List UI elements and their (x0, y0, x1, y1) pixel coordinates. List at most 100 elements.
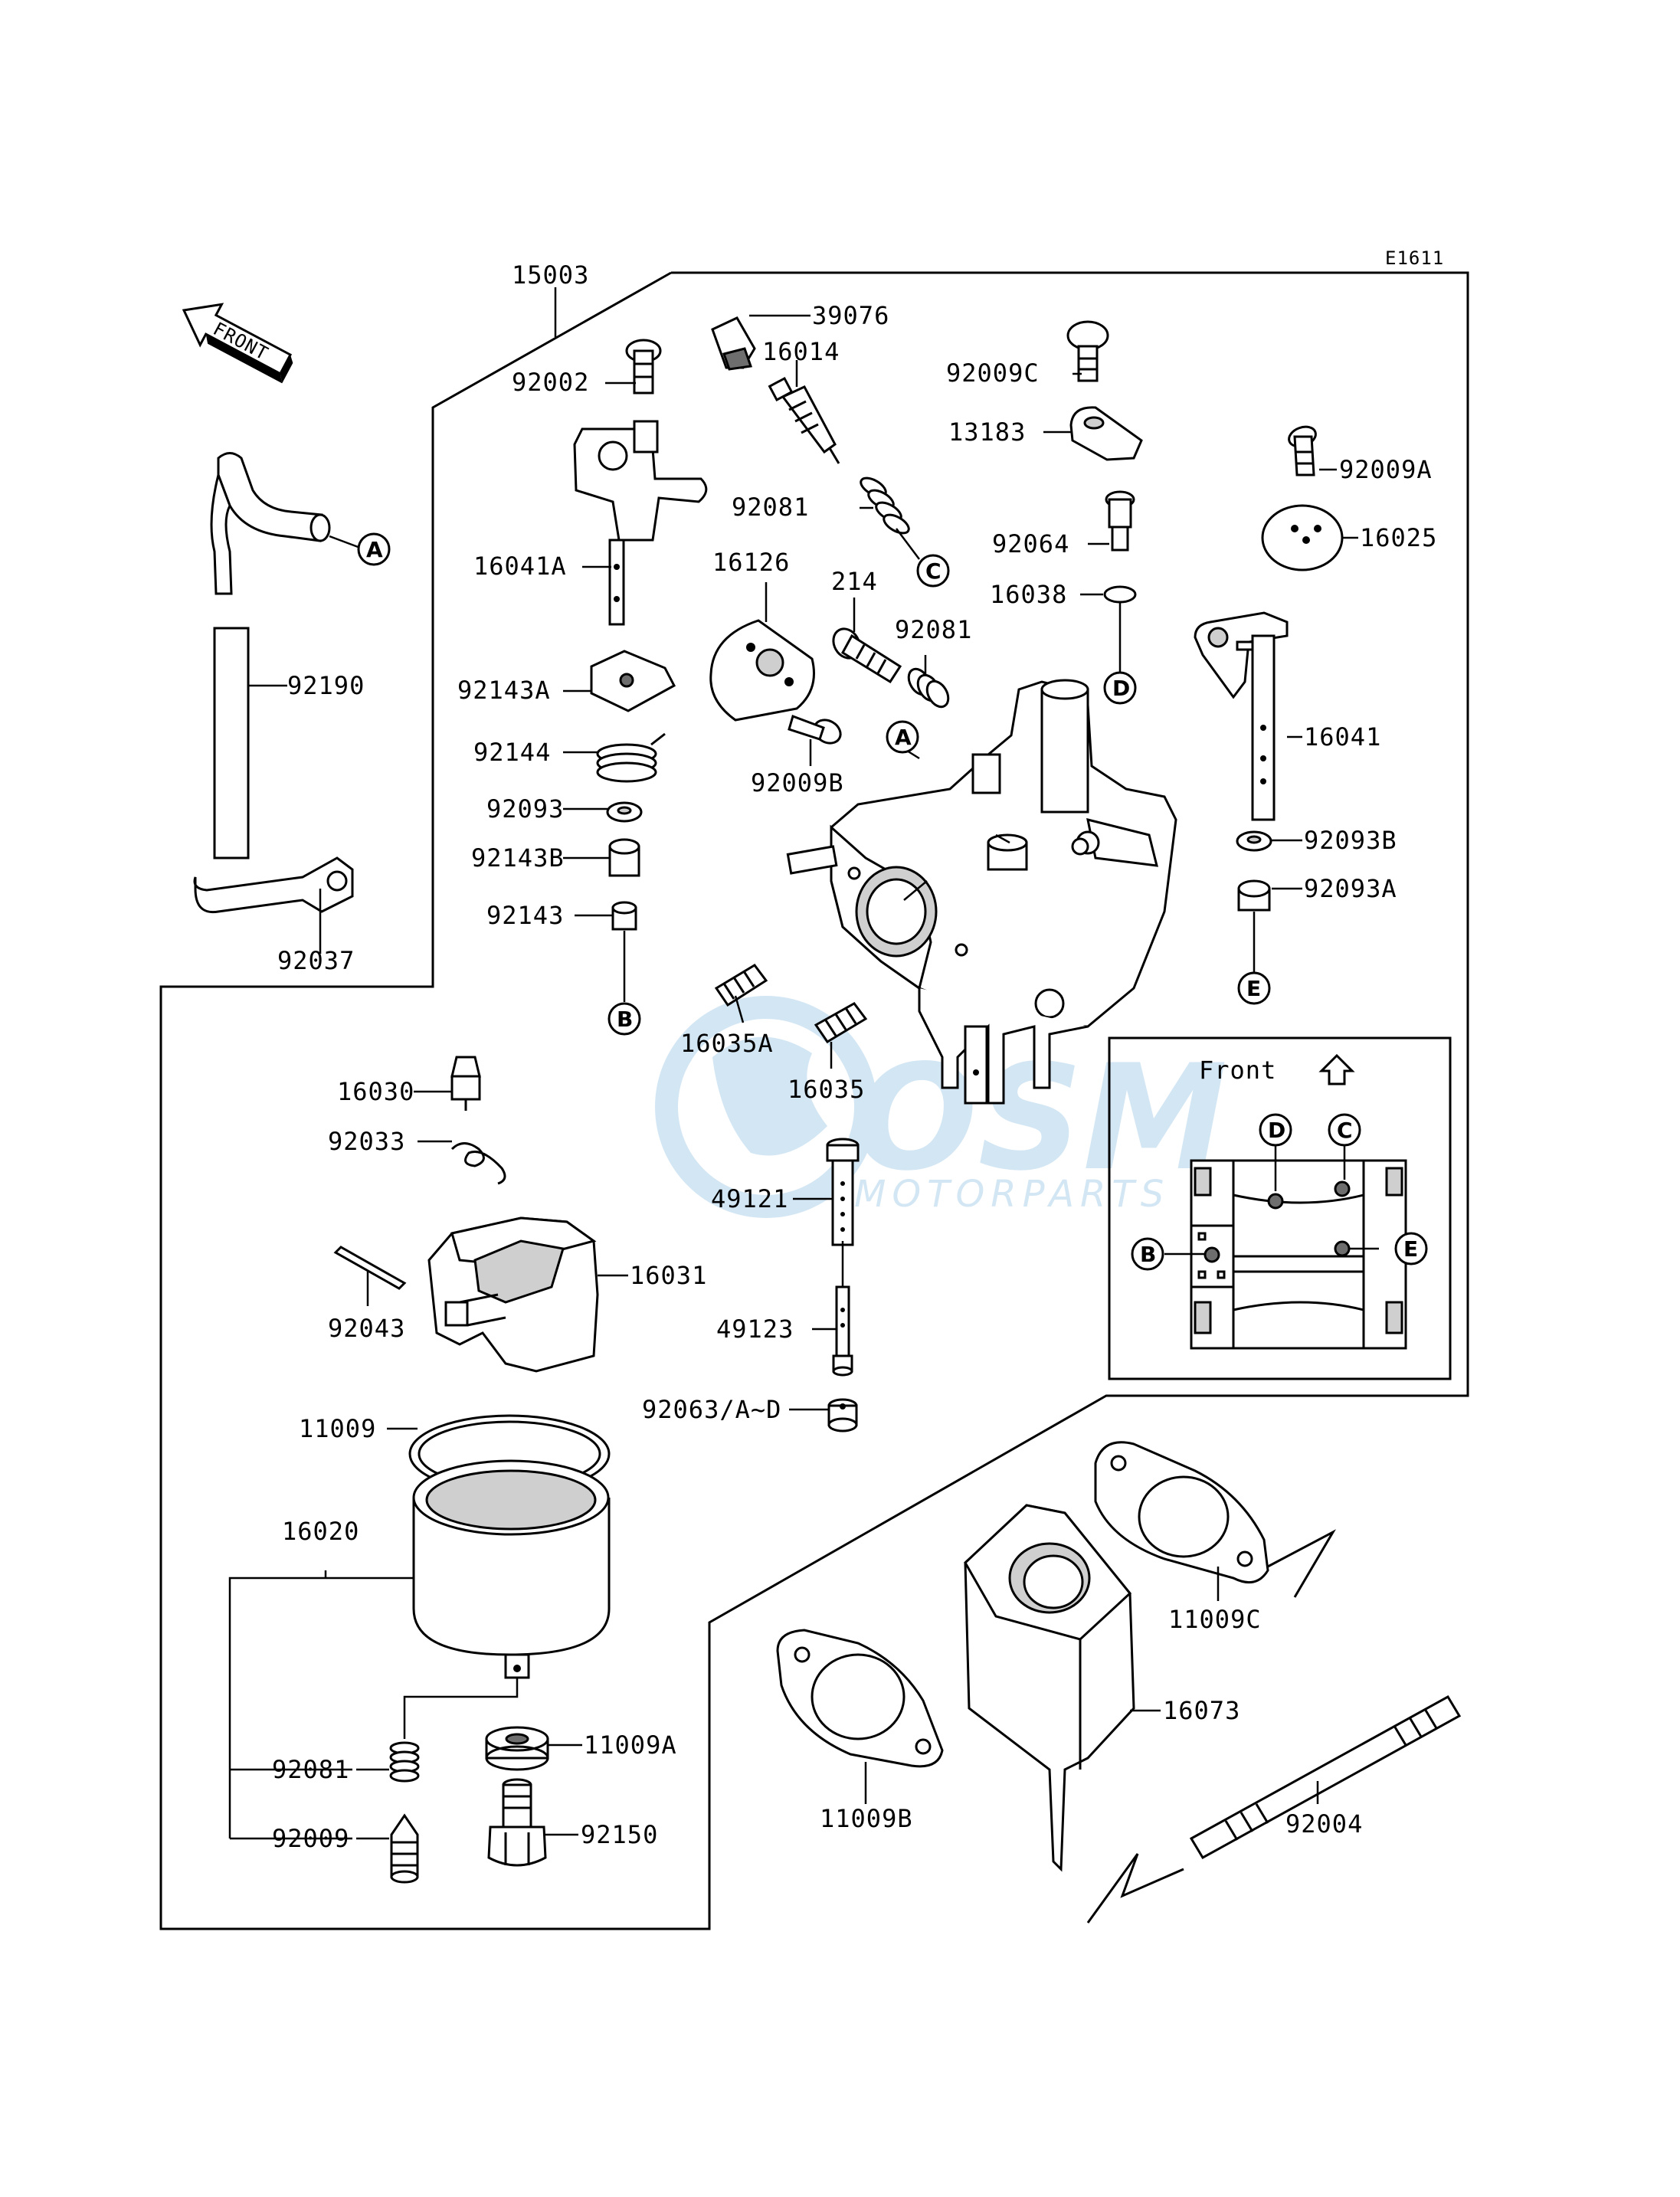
spring-16035A (714, 964, 768, 1007)
ref-circle-b-inset: B (1131, 1237, 1164, 1271)
label-11009: 11009 (299, 1414, 376, 1443)
choke-valve-16025 (1261, 504, 1344, 571)
float-pin-92043 (333, 1246, 407, 1290)
label-16038: 16038 (990, 580, 1067, 609)
label-92063: 92063/A~D (642, 1395, 781, 1424)
label-16030: 16030 (337, 1077, 414, 1106)
label-92033: 92033 (328, 1127, 405, 1156)
svg-text:C: C (925, 558, 942, 584)
choke-shaft-16041 (1194, 611, 1289, 821)
pilot-screw-16014 (768, 376, 840, 464)
watermark-logo: OSM MOTORPARTS (655, 996, 1227, 1218)
seal-92093A (1237, 879, 1271, 912)
diagram-code: E1611 (1385, 247, 1444, 269)
inset-title: Front (1199, 1056, 1276, 1085)
collar-92143B (608, 838, 640, 877)
emulsion-tube-49121 (826, 1138, 860, 1246)
throttle-lever-plate (590, 650, 676, 712)
cap-39076 (711, 316, 756, 371)
float-valve-16030 (450, 1056, 481, 1111)
float-16031 (427, 1216, 599, 1373)
ref-circle-c-spring: C (916, 554, 950, 588)
label-16020: 16020 (282, 1517, 359, 1546)
label-92144: 92144 (473, 738, 551, 767)
label-92081-b: 92081 (895, 615, 972, 644)
label-92009: 92009 (272, 1824, 349, 1853)
label-16073: 16073 (1163, 1696, 1240, 1725)
screw-92009A (1288, 425, 1317, 476)
ref-circle-a-body: A (886, 720, 919, 754)
break-marks (1086, 1529, 1336, 1924)
screw-92002 (625, 339, 662, 395)
screw-92009 (390, 1813, 419, 1884)
bolt-92150 (487, 1778, 547, 1867)
label-49123: 49123 (716, 1315, 794, 1344)
label-92009C: 92009C (946, 359, 1040, 388)
label-92143: 92143 (486, 901, 564, 930)
label-11009B: 11009B (820, 1804, 913, 1833)
label-16035: 16035 (788, 1075, 865, 1104)
svg-text:E: E (1246, 976, 1261, 1001)
label-92081-a: 92081 (732, 493, 809, 522)
ref-circle-e-inset: E (1394, 1232, 1428, 1265)
inset-box (1108, 1036, 1452, 1380)
o-ring-16038 (1103, 585, 1137, 604)
svg-text:B: B (617, 1007, 633, 1032)
ref-circle-b-shaft: B (607, 1002, 641, 1036)
part-labels: 15003 39076 16014 92002 92009C 13183 920… (272, 260, 1436, 1853)
gasket-11009B (776, 1629, 944, 1768)
svg-text:B: B (1140, 1242, 1156, 1267)
label-92143B: 92143B (471, 843, 565, 873)
ref-circle-a-hose: A (357, 532, 391, 566)
inset-carb-bottom-view (1190, 1159, 1407, 1350)
label-11009A: 11009A (584, 1730, 677, 1760)
screw-214 (832, 627, 902, 684)
hose-clamp (193, 856, 354, 914)
label-92043: 92043 (328, 1314, 405, 1343)
ref-circle-d-inset: D (1259, 1113, 1292, 1147)
label-16041: 16041 (1304, 722, 1381, 751)
spring-16035 (814, 1002, 868, 1044)
ref-circle-e-seal: E (1237, 971, 1271, 1005)
label-16035A: 16035A (680, 1029, 774, 1058)
ref-circle-d-oring: D (1103, 671, 1137, 705)
throttle-shaft (573, 420, 708, 626)
fuel-hose (210, 452, 331, 859)
main-jet-92063 (827, 1398, 858, 1432)
label-15003: 15003 (512, 260, 589, 290)
label-16031: 16031 (630, 1261, 707, 1290)
label-214: 214 (831, 567, 878, 596)
screw-92009B (788, 715, 842, 745)
washer-11009A (485, 1726, 549, 1771)
assembly-outline (159, 271, 1469, 1930)
jet-needle-49123 (832, 1285, 853, 1377)
float-bowl-16020 (412, 1459, 611, 1679)
label-92004: 92004 (1285, 1809, 1363, 1838)
label-16041A: 16041A (473, 552, 567, 581)
label-16014: 16014 (762, 337, 840, 366)
gasket-11009C (1094, 1441, 1269, 1584)
washer-92093B (1236, 830, 1272, 852)
return-spring (596, 732, 666, 783)
svg-text:D: D (1112, 676, 1130, 701)
label-16126: 16126 (712, 548, 790, 577)
choke-plate-16126 (709, 619, 815, 722)
label-92009B: 92009B (751, 768, 844, 797)
washer-92093 (606, 801, 643, 823)
label-92143A: 92143A (457, 676, 551, 705)
label-92002: 92002 (512, 368, 589, 397)
inset-up-arrow-icon (1318, 1053, 1355, 1085)
label-92150: 92150 (581, 1820, 658, 1849)
label-49121: 49121 (711, 1184, 788, 1213)
plate-13183 (1069, 406, 1143, 461)
label-13183: 13183 (948, 417, 1026, 447)
label-92064: 92064 (992, 529, 1069, 558)
label-92009A: 92009A (1339, 455, 1433, 484)
ref-circle-c-inset: C (1328, 1113, 1361, 1147)
needle-jet-92064 (1105, 490, 1135, 552)
spring-92081-mid (907, 667, 950, 709)
label-92093B: 92093B (1304, 826, 1397, 855)
svg-text:D: D (1268, 1118, 1285, 1143)
screw-92009C (1066, 320, 1109, 382)
